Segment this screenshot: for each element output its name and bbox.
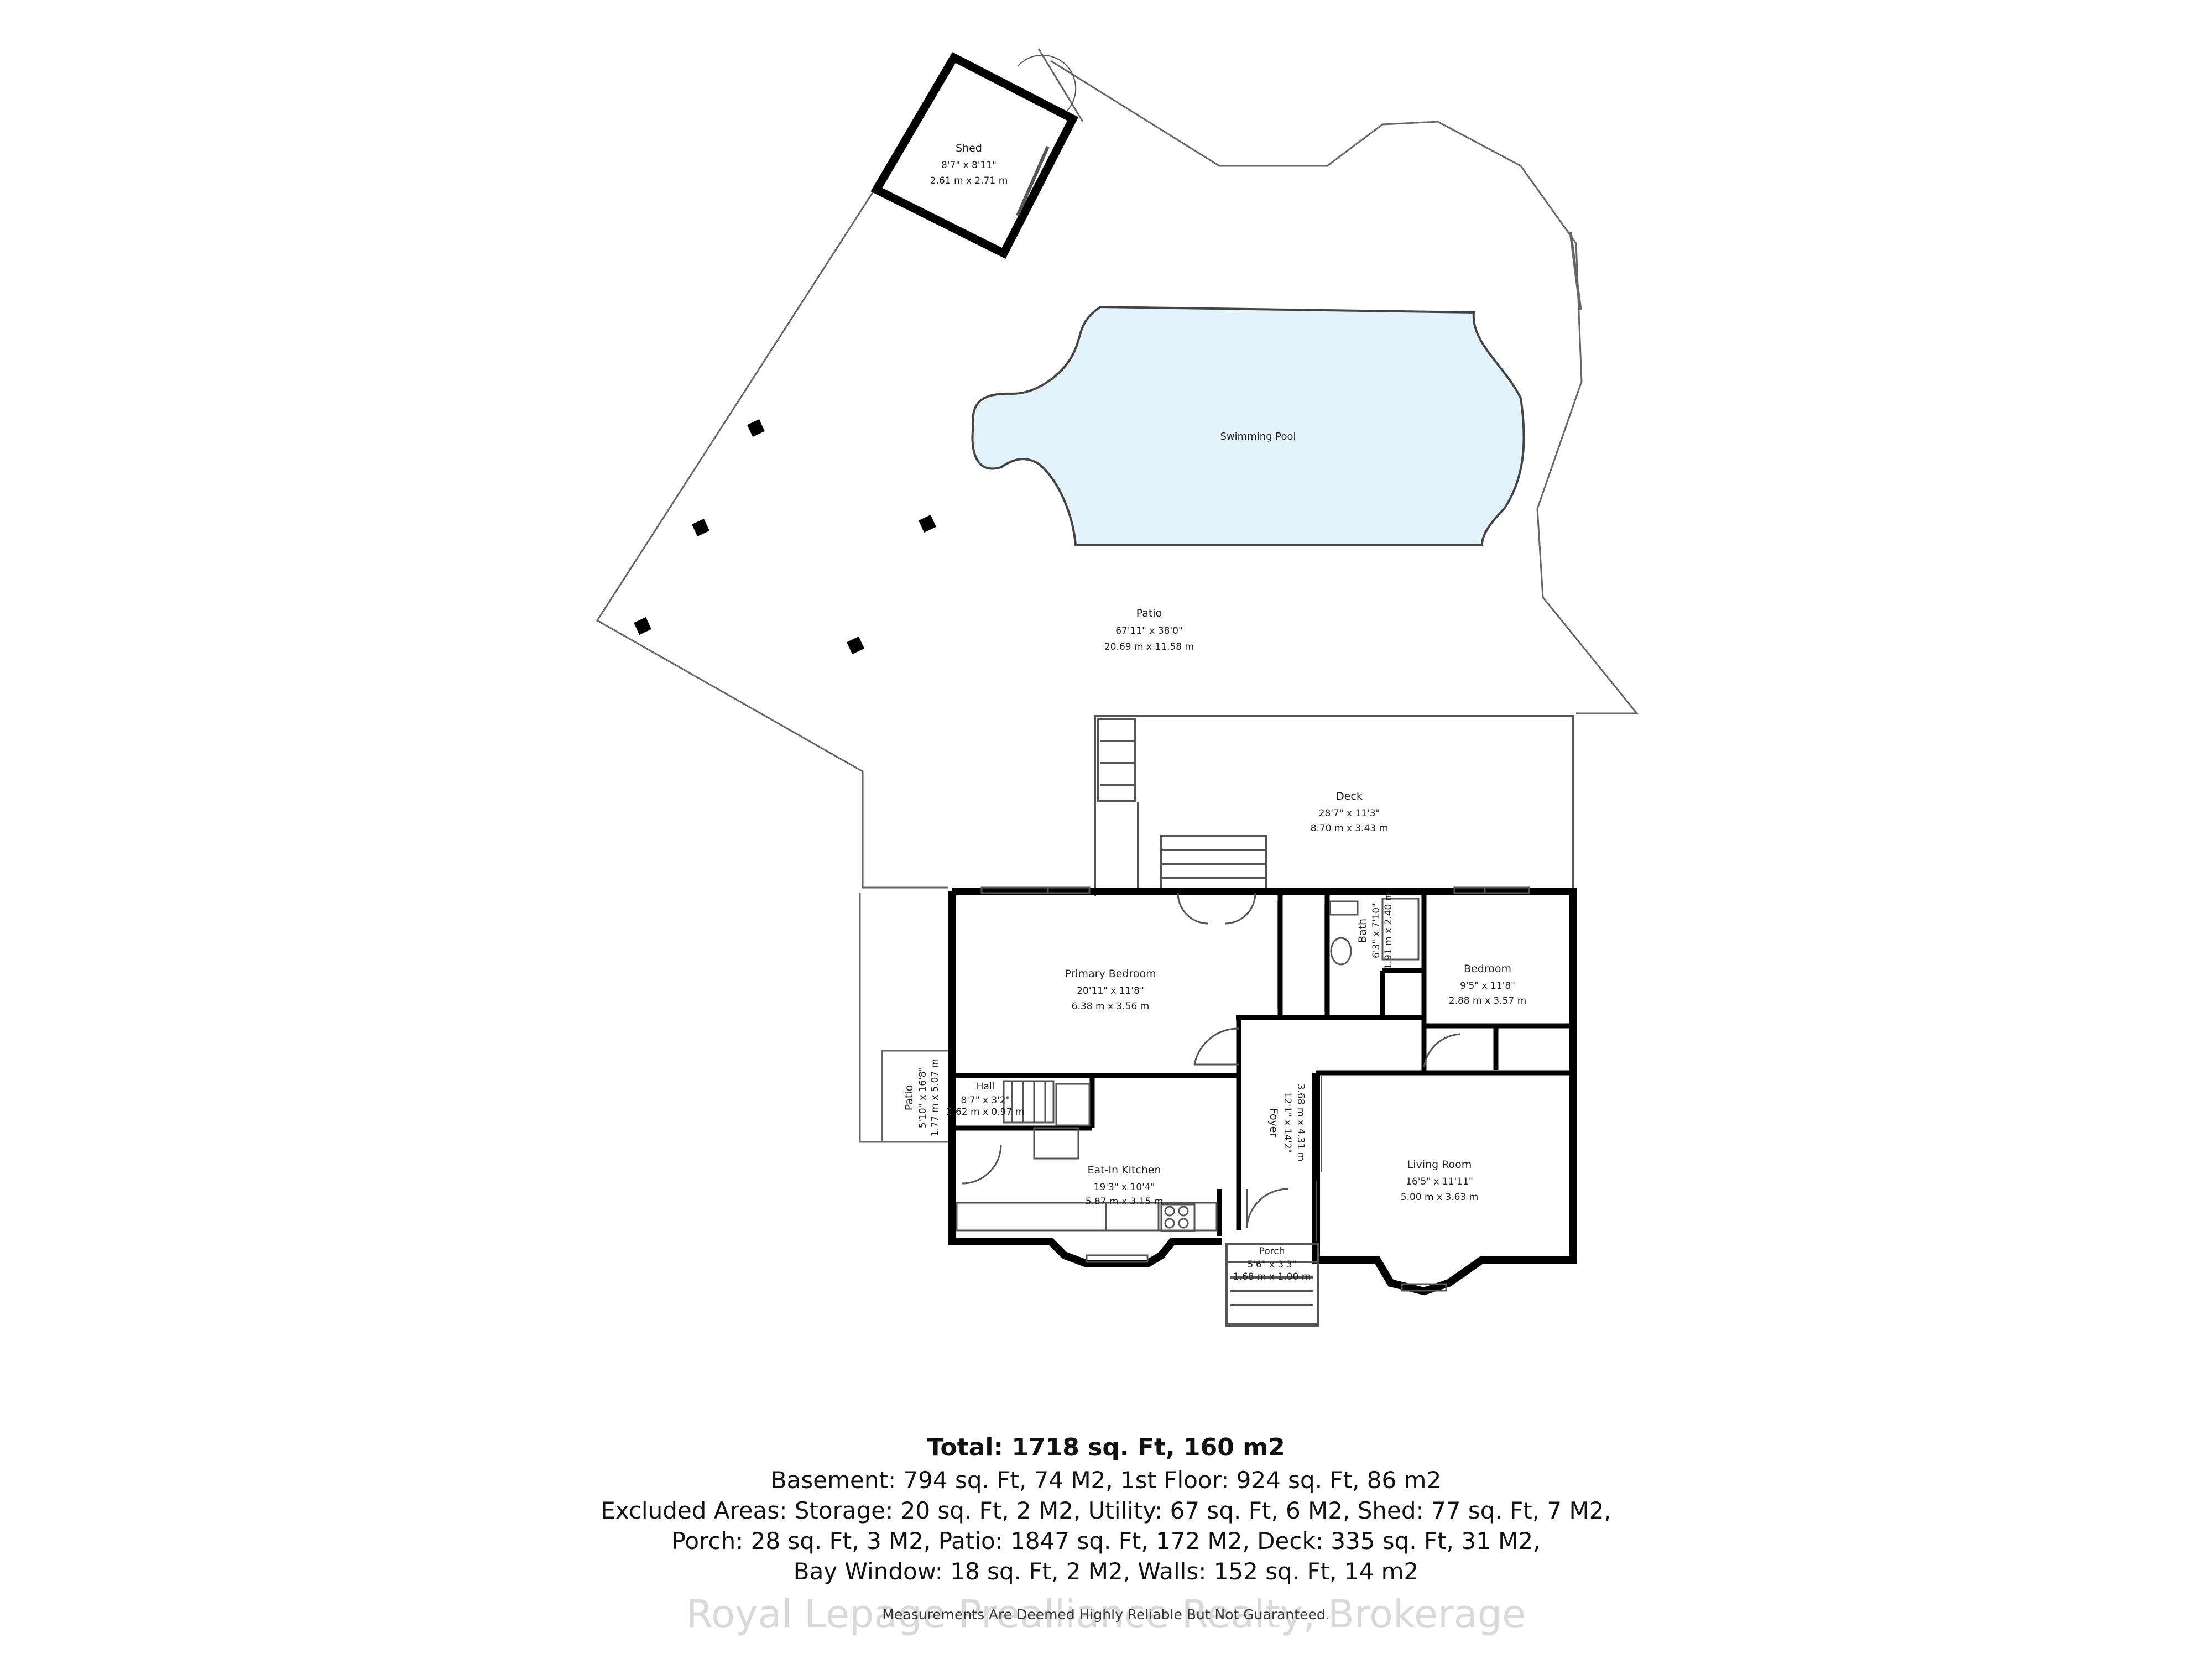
foyer-label: Foyer (1267, 1108, 1280, 1138)
area-line-4: Bay Window: 18 sq. Ft, 2 M2, Walls: 152 … (793, 1558, 1419, 1585)
brokerage-watermark: Royal Lepage Prealliance Realty, Brokera… (686, 1592, 1526, 1637)
patio-dim-metric: 20.69 m x 11.58 m (1104, 641, 1194, 653)
interior-walls (951, 891, 1573, 1236)
swimming-pool (971, 305, 1525, 546)
porch (1225, 1243, 1319, 1327)
hall-label: Hall (977, 1081, 995, 1092)
doors (962, 893, 1460, 1241)
porch-dim-metric: 1.68 m x 1.00 m (1233, 1271, 1311, 1282)
patio-posts (634, 419, 936, 654)
patio-dim-imperial: 67'11" x 38'0" (1115, 625, 1183, 637)
kitchen-label: Eat-In Kitchen (1087, 1164, 1161, 1176)
room-labels: Shed 8'7" x 8'11" 2.61 m x 2.71 m Swimmi… (903, 142, 1526, 1282)
disclaimer: Measurements Are Deemed Highly Reliable … (882, 1606, 1330, 1623)
deck (1094, 715, 1574, 899)
kitchen-cabinets (956, 1080, 1218, 1232)
porch-label: Porch (1259, 1246, 1285, 1257)
deck-label: Deck (1336, 790, 1363, 802)
living-room-label: Living Room (1407, 1159, 1472, 1171)
shed-dim-imperial: 8'7" x 8'11" (941, 160, 997, 171)
bedroom-label: Bedroom (1464, 963, 1511, 975)
bath-label: Bath (1357, 919, 1369, 943)
kitchen-dim-imperial: 19'3" x 10'4" (1094, 1182, 1155, 1193)
patio-outline (596, 48, 1639, 889)
patio-label: Patio (1136, 607, 1162, 619)
shed-label: Shed (956, 142, 982, 154)
side-patio-dim-imperial: 5'10" x 16'8" (917, 1067, 928, 1129)
deck-dim-imperial: 28'7" x 11'3" (1319, 808, 1380, 819)
hall-dim-imperial: 8'7" x 3'2" (961, 1095, 1010, 1106)
area-line-3: Porch: 28 sq. Ft, 3 M2, Patio: 1847 sq. … (671, 1527, 1541, 1554)
exterior-walls (948, 888, 1577, 1296)
primary-bedroom-dim-imperial: 20'11" x 11'8" (1077, 985, 1144, 997)
bath-dim-metric: 1.91 m x 2.40 m (1383, 892, 1394, 970)
porch-dim-imperial: 5'6" x 3'3" (1247, 1259, 1296, 1270)
area-line-2: Excluded Areas: Storage: 20 sq. Ft, 2 M2… (601, 1497, 1611, 1524)
total-area: Total: 1718 sq. Ft, 160 m2 (927, 1433, 1285, 1462)
primary-bedroom-dim-metric: 6.38 m x 3.56 m (1072, 1001, 1150, 1012)
deck-dim-metric: 8.70 m x 3.43 m (1311, 823, 1389, 834)
bedroom-dim-metric: 2.88 m x 3.57 m (1449, 995, 1527, 1006)
side-patio-dim-metric: 1.77 m x 5.07 m (930, 1059, 941, 1137)
bedroom-dim-imperial: 9'5" x 11'8" (1460, 980, 1515, 992)
hall-dim-metric: 2.62 m x 0.97 m (947, 1107, 1025, 1118)
bath-dim-imperial: 6'3" x 7'10" (1371, 903, 1382, 958)
primary-bedroom-label: Primary Bedroom (1065, 968, 1156, 980)
side-patio-label: Patio (903, 1085, 915, 1111)
foyer-dim-metric: 3.68 m x 4.31 m (1295, 1084, 1306, 1162)
foyer-dim-imperial: 12'1" x 14'2" (1282, 1092, 1293, 1154)
living-room-dim-metric: 5.00 m x 3.63 m (1401, 1192, 1479, 1203)
bath-fixtures (1329, 898, 1420, 966)
pool-label: Swimming Pool (1220, 431, 1296, 442)
kitchen-dim-metric: 5.87 m x 3.15 m (1086, 1196, 1164, 1207)
shed (870, 52, 1079, 259)
windows (980, 886, 1530, 1292)
shed-dim-metric: 2.61 m x 2.71 m (930, 175, 1008, 186)
area-line-1: Basement: 794 sq. Ft, 74 M2, 1st Floor: … (770, 1467, 1442, 1494)
living-room-dim-imperial: 16'5" x 11'11" (1406, 1176, 1473, 1187)
